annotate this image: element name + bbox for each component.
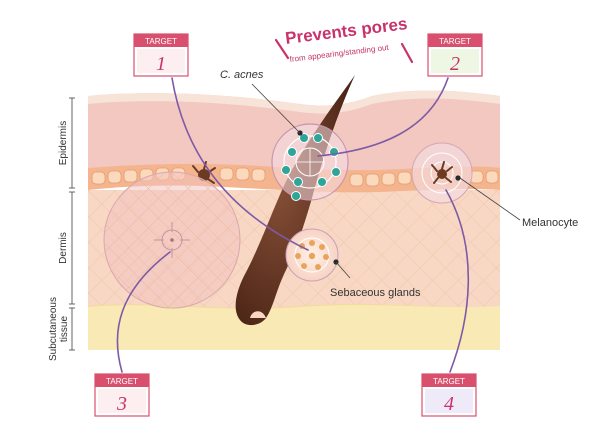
target-1-label: TARGET (145, 37, 177, 46)
connectors (116, 77, 470, 373)
pore-zoom-circle (271, 123, 349, 201)
target-4-label: TARGET (433, 377, 465, 386)
c-acnes-bacteria-icons (281, 133, 341, 201)
dermis-label: Dermis (58, 232, 69, 264)
c-acnes-label: C. acnes (220, 69, 264, 81)
basal-cells (91, 167, 499, 187)
target-2-label: TARGET (439, 37, 471, 46)
target-2-number: 2 (450, 53, 460, 75)
dermis-zoom-circle (103, 171, 241, 309)
target-4-number: 4 (444, 393, 454, 415)
header-title: Prevents pores (284, 14, 408, 48)
target-1-number: 1 (156, 53, 166, 75)
connector-target-2 (317, 77, 449, 157)
target-3-label: TARGET (106, 377, 138, 386)
target-badge-1: TARGET 1 (133, 33, 189, 77)
epidermis-label: Epidermis (58, 121, 69, 165)
tissue-label: tissue (59, 316, 70, 343)
header-subtitle: from appearing/standing out (289, 43, 390, 64)
melanocyte-zoom-circle (411, 142, 473, 204)
melanocyte-icon (431, 161, 453, 184)
sebaceous-gland-circle (285, 228, 339, 282)
target-badge-3: TARGET 3 (94, 373, 150, 417)
melanocyte-label: Melanocyte (522, 217, 578, 229)
layer-labels: Epidermis Dermis Subcutaneous tissue (48, 97, 75, 361)
target-badge-2: TARGET 2 (427, 33, 483, 77)
connector-target-3 (116, 251, 171, 373)
sebaceous-glands-label: Sebaceous glands (330, 287, 421, 299)
connector-target-1 (171, 77, 309, 251)
connector-target-4 (445, 189, 470, 373)
subcutaneous-layer (88, 300, 500, 350)
target-badge-4: TARGET 4 (421, 373, 477, 417)
target-3-number: 3 (116, 393, 127, 415)
header-annotation: Prevents pores from appearing/standing o… (274, 14, 414, 64)
subcutaneous-label: Subcutaneous (48, 297, 59, 361)
pointer-lines (251, 83, 521, 279)
